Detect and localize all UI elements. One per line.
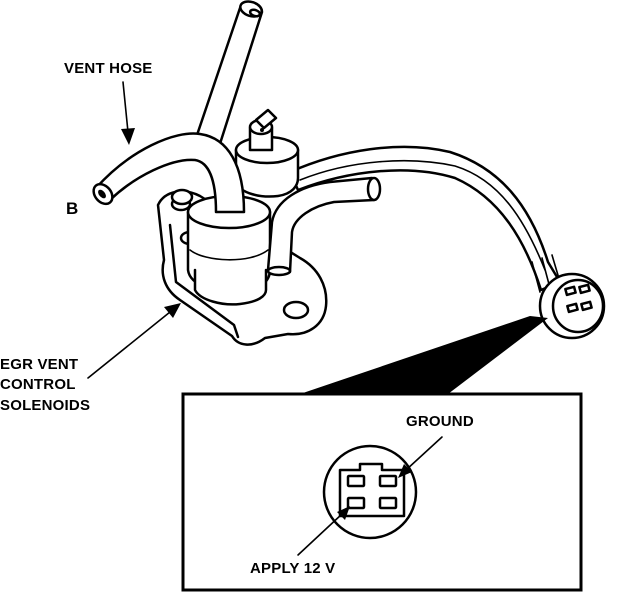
ground-label: GROUND <box>406 413 474 430</box>
egr-label-line1: EGR VENT <box>0 356 78 373</box>
egr-vent-control-solenoid-body <box>156 108 328 346</box>
vent-hose-label: VENT HOSE <box>64 60 152 77</box>
label-arrows <box>87 81 181 379</box>
vent-hose <box>92 0 382 277</box>
harness-connector <box>538 272 606 340</box>
connector-detail-inset <box>181 392 583 592</box>
wire-harness <box>288 145 562 293</box>
egr-label-line3: SOLENOIDS <box>0 397 90 414</box>
egr-label-line2: CONTROL <box>0 376 76 393</box>
port-b-label: B <box>66 199 78 218</box>
zoom-callout-wedge <box>300 316 548 394</box>
apply-12v-label: APPLY 12 V <box>250 560 335 577</box>
